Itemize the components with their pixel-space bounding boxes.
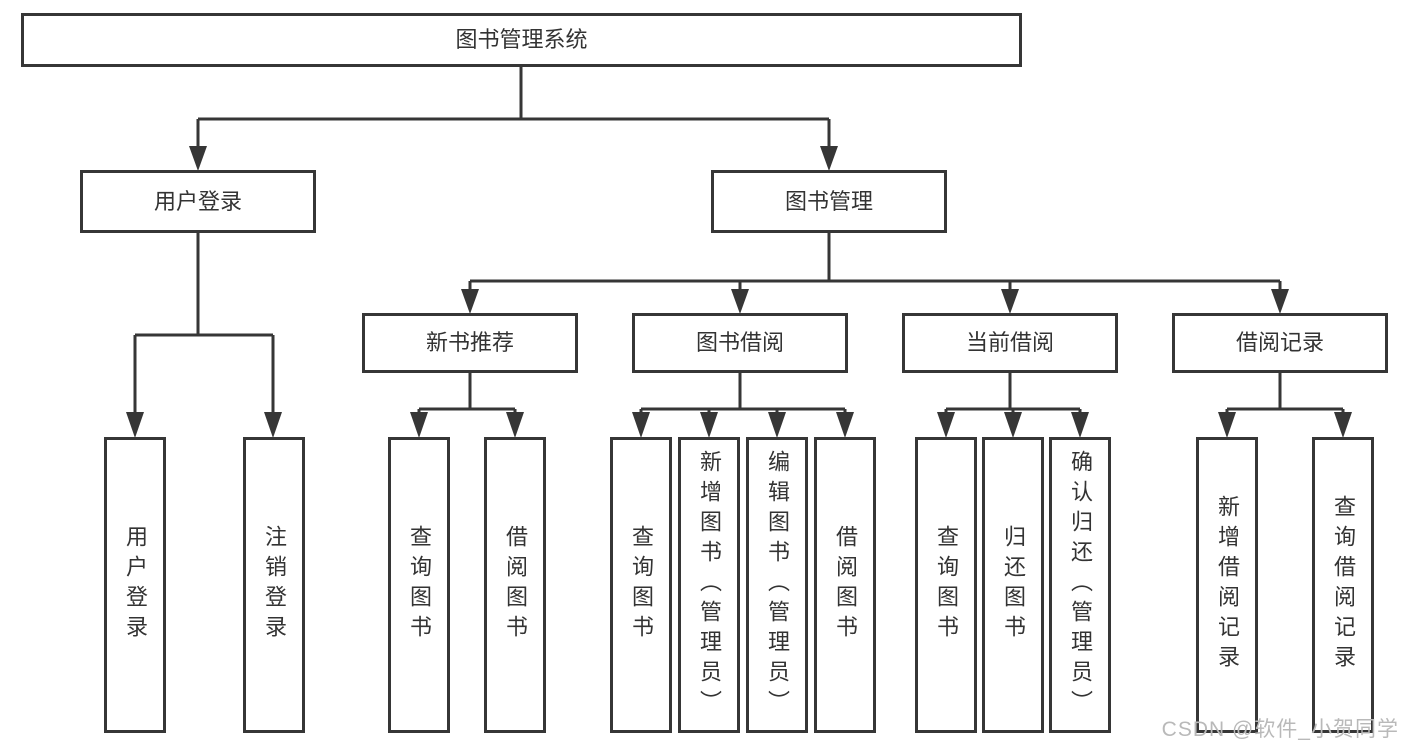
node-label: 图书管理系统: [455, 27, 588, 52]
node-query-books-current: 查询图书: [915, 437, 977, 733]
node-book-management-module: 图书管理: [711, 170, 947, 233]
node-label: 查询借阅记录: [1331, 495, 1356, 675]
node-library-management-system: 图书管理系统: [21, 13, 1022, 67]
node-label: 当前借阅: [965, 330, 1054, 355]
node-current-borrow: 当前借阅: [902, 313, 1118, 373]
node-label: 图书借阅: [695, 330, 784, 355]
node-add-borrow-record: 新增借阅记录: [1196, 437, 1258, 733]
node-query-books-recommend: 查询图书: [388, 437, 450, 733]
connector-book-management-branch: [468, 233, 1282, 293]
node-add-books-admin: 新增图书（管理员）: [678, 437, 740, 733]
connector-borrow-record-branch: [1225, 373, 1345, 417]
node-book-borrow: 图书借阅: [632, 313, 848, 373]
node-query-borrow-record: 查询借阅记录: [1312, 437, 1374, 733]
node-label: 查询图书: [407, 525, 432, 645]
node-query-books-borrow: 查询图书: [610, 437, 672, 733]
node-label: 用户登录: [123, 525, 148, 645]
node-label: 归还图书: [1001, 525, 1026, 645]
connector-book-borrow-branch: [639, 373, 847, 417]
node-new-book-recommend: 新书推荐: [362, 313, 578, 373]
node-borrow-books-recommend: 借阅图书: [484, 437, 546, 733]
node-label: 图书管理: [784, 188, 873, 214]
node-label: 新增图书（管理员）: [697, 450, 722, 720]
watermark: CSDN @软件_小贺同学: [1161, 718, 1399, 741]
node-borrow-records: 借阅记录: [1172, 313, 1388, 373]
node-borrow-books-leaf: 借阅图书: [814, 437, 876, 733]
node-label: 用户登录: [153, 188, 242, 214]
connector-new-book-branch: [417, 373, 517, 417]
connector-user-login-branch: [133, 233, 275, 416]
node-label: 确认归还（管理员）: [1068, 450, 1093, 720]
connector-root-to-level2: [196, 67, 831, 150]
arrowheads: [126, 146, 1352, 438]
node-label: 查询图书: [629, 525, 654, 645]
node-user-login-leaf: 用户登录: [104, 437, 166, 733]
node-edit-books-admin: 编辑图书（管理员）: [746, 437, 808, 733]
node-logout-leaf: 注销登录: [243, 437, 305, 733]
node-return-books: 归还图书: [982, 437, 1044, 733]
node-label: 新书推荐: [425, 330, 514, 355]
node-label: 编辑图书（管理员）: [765, 450, 790, 720]
connector-current-borrow-branch: [944, 373, 1082, 417]
node-label: 新增借阅记录: [1215, 495, 1240, 675]
node-label: 借阅图书: [503, 525, 528, 645]
node-confirm-return-admin: 确认归还（管理员）: [1049, 437, 1111, 733]
node-label: 查询图书: [934, 525, 959, 645]
node-label: 注销登录: [262, 525, 287, 645]
node-user-login-module: 用户登录: [80, 170, 316, 233]
node-label: 借阅图书: [833, 525, 858, 645]
node-label: 借阅记录: [1235, 330, 1324, 355]
